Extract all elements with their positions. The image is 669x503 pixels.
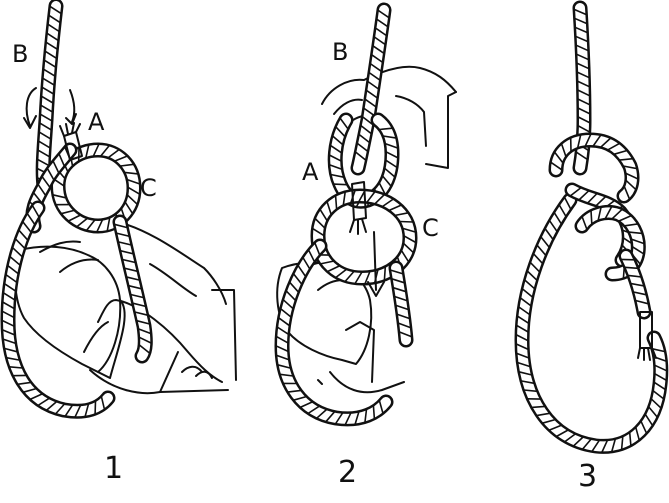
- rope-twist-mark: [336, 196, 337, 209]
- label-B-2: B: [332, 38, 348, 66]
- rope-twist-mark: [532, 406, 545, 407]
- label-C-1: C: [140, 174, 157, 202]
- label-B-1: B: [12, 40, 28, 68]
- panel-3: 3: [516, 8, 667, 494]
- panel-number-2: 2: [338, 455, 357, 490]
- tail-strand: [114, 222, 151, 356]
- loop-strand: [2, 206, 108, 418]
- arrow-2: [368, 232, 384, 296]
- panel-number-1: 1: [104, 451, 123, 486]
- rope-2: [276, 10, 416, 425]
- sleeve-1: [90, 300, 228, 393]
- panel-2: B A C 2: [276, 10, 456, 490]
- rope-twist-mark: [384, 267, 385, 280]
- rope-twist-mark: [373, 406, 374, 419]
- down-line-strand: [621, 256, 649, 312]
- panel-1: B A C 1: [2, 6, 236, 486]
- label-A-2: A: [302, 158, 319, 186]
- rope-twist-mark: [625, 267, 638, 268]
- collar-strand: [551, 134, 638, 199]
- rope-twist-mark: [400, 222, 413, 223]
- panel-number-3: 3: [578, 459, 597, 494]
- tail-strand: [390, 268, 412, 340]
- label-C-2: C: [422, 214, 439, 242]
- rope-3: [516, 8, 667, 453]
- label-A-1: A: [88, 108, 105, 136]
- rope-twist-mark: [591, 211, 592, 224]
- rope-twist-mark: [334, 184, 347, 185]
- hand-1: [15, 241, 125, 378]
